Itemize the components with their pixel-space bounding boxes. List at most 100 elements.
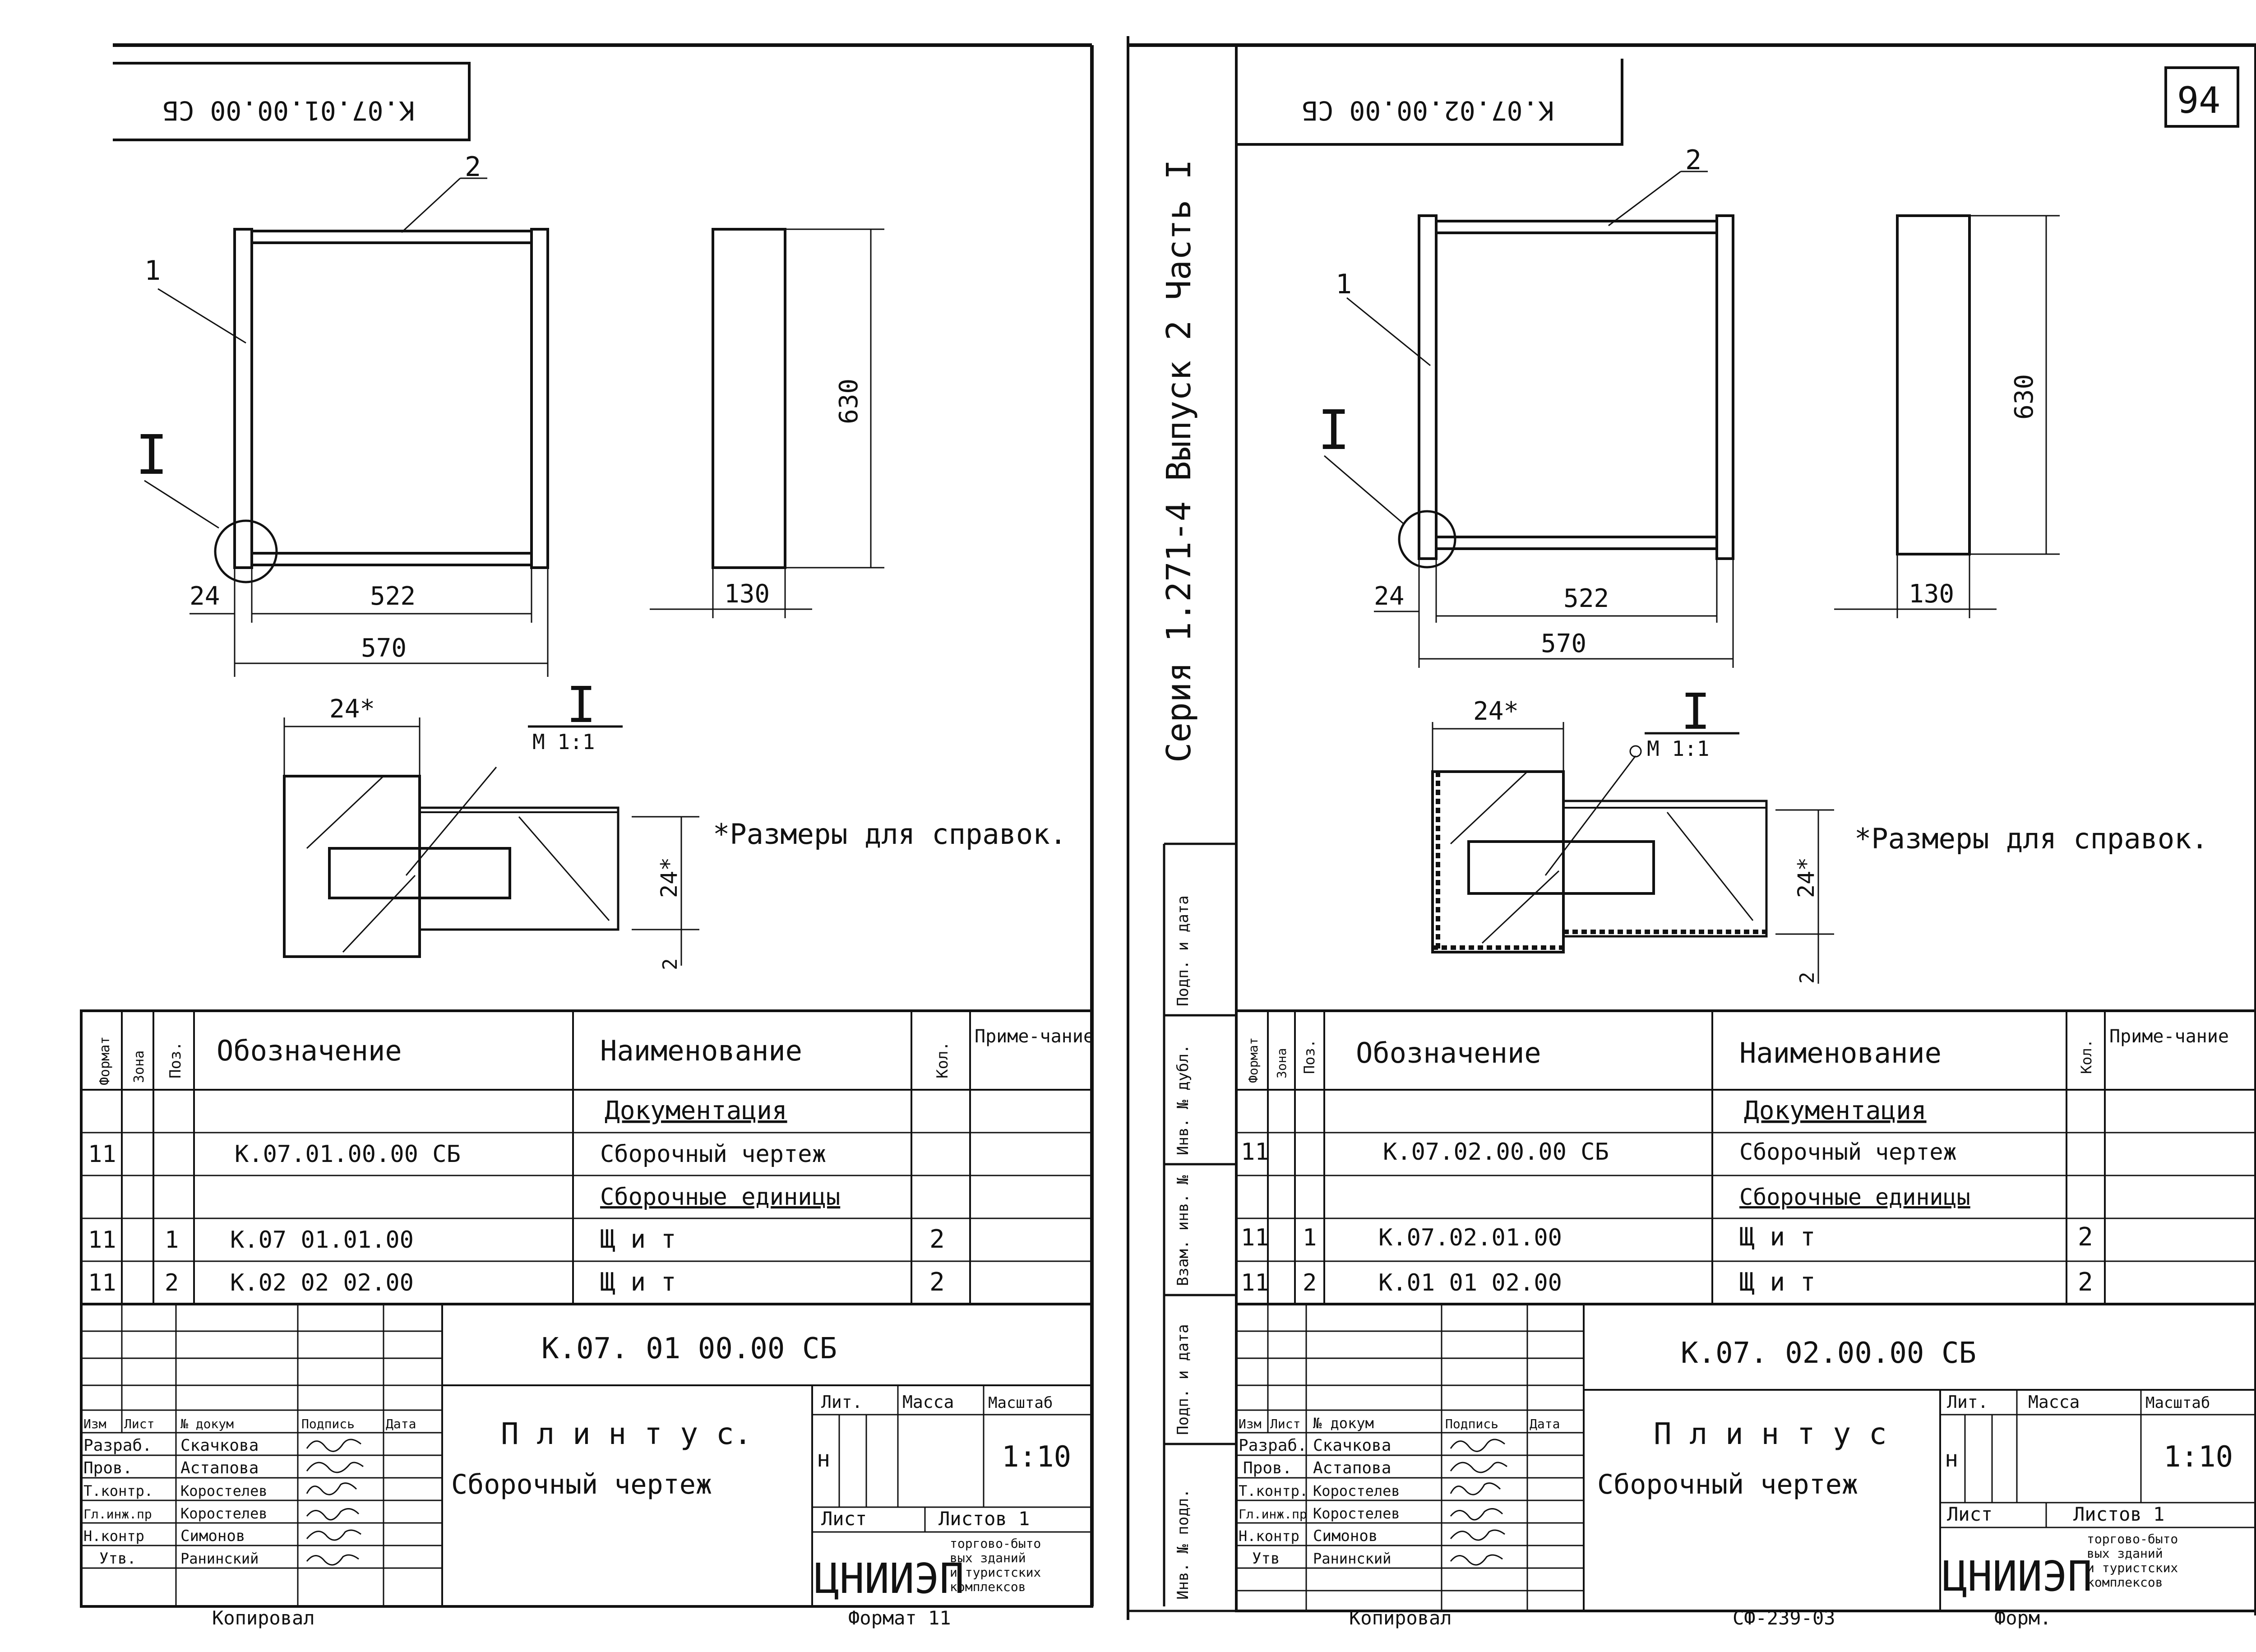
tb-col-docnum: № докум (180, 1416, 234, 1431)
side-view: 630 130 (1834, 214, 2060, 618)
detail-dim-2: 2 (1796, 972, 1819, 984)
top-designation-box: К.07.01.00.00 СБ (113, 62, 471, 141)
front-view: 1 2 I 24 522 570 (135, 151, 549, 677)
tb-scale-label: Масштаб (988, 1394, 1053, 1412)
tb-role-4: Н.контр (83, 1527, 144, 1545)
stamp-vzam-inv: Взам. инв. № (1174, 1175, 1192, 1286)
tb-name-1: Астапова (1313, 1459, 1391, 1477)
top-designation: К.07.02.00.00 СБ (1302, 95, 1554, 126)
tb-designation: К.07. 02.00.00 СБ (1681, 1337, 1976, 1370)
tb-role-0: Разраб. (83, 1436, 152, 1455)
tb-org-desc-1: вых зданий (950, 1550, 1026, 1565)
tb-org-desc-0: торгово-быто (950, 1536, 1041, 1551)
tb-mass-label: Масса (2028, 1392, 2080, 1412)
tb-col-list: Лист (1270, 1416, 1300, 1431)
tb-role-5: Утв (1252, 1550, 1280, 1568)
callout-node-I: I (135, 424, 168, 487)
detail-view: 24* I М 1:1 24* 2 *Размеры для справок. (283, 676, 1067, 970)
tb-title-line1: П л и н т у с (1654, 1416, 1887, 1451)
spec-row-3-name: Щ и т (1739, 1222, 1816, 1252)
callout-pos-1: 1 (144, 255, 161, 287)
tb-org-desc-2: и туристских (2087, 1560, 2178, 1575)
spec-row-0-name: Документация (605, 1096, 787, 1125)
dim-630: 630 (2010, 374, 2039, 420)
detail-title: I (566, 676, 596, 734)
tb-org-desc-0: торгово-быто (2087, 1532, 2178, 1546)
spec-row-1-format: 11 (1241, 1138, 1269, 1166)
tb-role-3: Гл.инж.пр (1239, 1507, 1307, 1522)
tb-col-izm: Изм (1239, 1416, 1262, 1431)
footer-kopiroval-left: Копировал (212, 1607, 315, 1629)
tb-org: ЦНИИЭП (1942, 1552, 2092, 1601)
tb-scale-label: Масштаб (2145, 1394, 2210, 1412)
side-view: 630 130 (650, 228, 884, 618)
tb-designation: К.07. 01 00.00 СБ (541, 1332, 837, 1365)
series-vertical-label: Серия 1.271-4 Выпуск 2 Часть I (1160, 159, 1198, 763)
spec-row-4-format: 11 (88, 1269, 116, 1296)
spec-row-3-qty: 2 (2078, 1222, 2093, 1252)
tb-col-docnum: № докум (1313, 1415, 1374, 1432)
stamp-inv-podl: Инв. № подл. (1174, 1489, 1192, 1600)
top-designation: К.07.01.00.00 СБ (163, 95, 415, 126)
signatures (306, 1439, 364, 1566)
spec-table: Формат Зона Поз. Обозначение Наименовани… (80, 1009, 1094, 1305)
spec-row-1-designation: К.07.02.00.00 СБ (1383, 1138, 1609, 1166)
spec-row-1-name: Сборочный чертеж (600, 1141, 826, 1168)
spec-row-1-designation: К.07.01.00.00 СБ (235, 1141, 461, 1168)
tb-col-date: Дата (1530, 1416, 1560, 1431)
tb-name-2: Коростелев (180, 1482, 268, 1499)
hdr-note: Приме-чание (2109, 1026, 2229, 1047)
tb-name-2: Коростелев (1313, 1482, 1400, 1499)
detail-dim-24v: 24* (1793, 857, 1819, 898)
dim-24: 24 (1374, 582, 1404, 611)
tb-name-1: Астапова (180, 1459, 259, 1477)
tb-title-line2: Сборочный чертеж (451, 1469, 712, 1500)
detail-title: I (1681, 683, 1710, 740)
sheet-right: К.07.02.00.00 СБ 1 2 I 24 522 570 (1235, 59, 2256, 1612)
hdr-zone: Зона (131, 1050, 147, 1083)
spec-row-4-pos: 2 (1303, 1269, 1317, 1296)
spec-row-4-pos: 2 (165, 1269, 179, 1296)
spec-row-1-name: Сборочный чертеж (1739, 1139, 1957, 1165)
dim-570: 570 (361, 634, 407, 663)
tb-role-2: Т.контр. (1239, 1482, 1308, 1499)
tb-name-3: Коростелев (1313, 1505, 1400, 1522)
spec-row-3-format: 11 (1241, 1224, 1269, 1251)
spec-row-4-name: Щ и т (1739, 1268, 1816, 1297)
detail-dim-24s: 24* (1473, 697, 1519, 726)
hdr-qty: Кол. (2078, 1039, 2095, 1074)
tb-title-line2: Сборочный чертеж (1597, 1469, 1858, 1500)
tb-name-0: Скачкова (180, 1436, 259, 1455)
hdr-note: Приме-чание (975, 1026, 1094, 1047)
hdr-pos: Поз. (1301, 1039, 1318, 1074)
side-stamp-column: Подп. и дата Инв. № дубл. Взам. инв. № П… (1163, 842, 1236, 1606)
tb-org-desc-3: комплексов (2087, 1575, 2163, 1590)
top-designation-box: К.07.02.00.00 СБ (1235, 59, 1623, 146)
callout-pos-2: 2 (1685, 144, 1701, 176)
stamp-inv-dubl: Инв. № дубл. (1174, 1044, 1192, 1155)
tb-name-0: Скачкова (1313, 1436, 1391, 1455)
tb-role-4: Н.контр (1239, 1527, 1299, 1545)
spec-row-3-name: Щ и т (600, 1225, 676, 1254)
tb-role-0: Разраб. (1239, 1436, 1307, 1455)
dim-130: 130 (724, 579, 770, 609)
dim-24: 24 (190, 582, 220, 611)
spec-row-1-format: 11 (88, 1141, 116, 1168)
title-block: Изм Лист № докум Подпись Дата Разраб. Ск… (1235, 1303, 2256, 1612)
dim-522: 522 (370, 582, 416, 611)
spec-table: Формат Зона Поз. Обозначение Наименовани… (1235, 1009, 2256, 1305)
spec-row-2-name: Сборочные единицы (1739, 1184, 1970, 1210)
detail-view: 24* I М 1:1 24* 2 *Размеры для справо (1431, 683, 2208, 984)
spec-row-2-name: Сборочные единицы (600, 1184, 840, 1211)
tb-name-4: Симонов (1313, 1527, 1378, 1545)
tb-sheets-label: Листов 1 (2073, 1503, 2164, 1525)
tb-lit-value: н (1945, 1446, 1958, 1472)
callout-node-I: I (1318, 399, 1350, 462)
spec-row-3-pos: 1 (165, 1226, 179, 1254)
front-view: 1 2 I 24 522 570 (1318, 144, 1734, 668)
tb-lit-label: Лит. (1947, 1392, 1988, 1412)
hdr-designation: Обозначение (1356, 1037, 1541, 1069)
sheet-left: К.07.01.00.00 СБ 1 2 I 24 522 (80, 62, 1094, 1608)
tb-col-list: Лист (124, 1416, 154, 1431)
